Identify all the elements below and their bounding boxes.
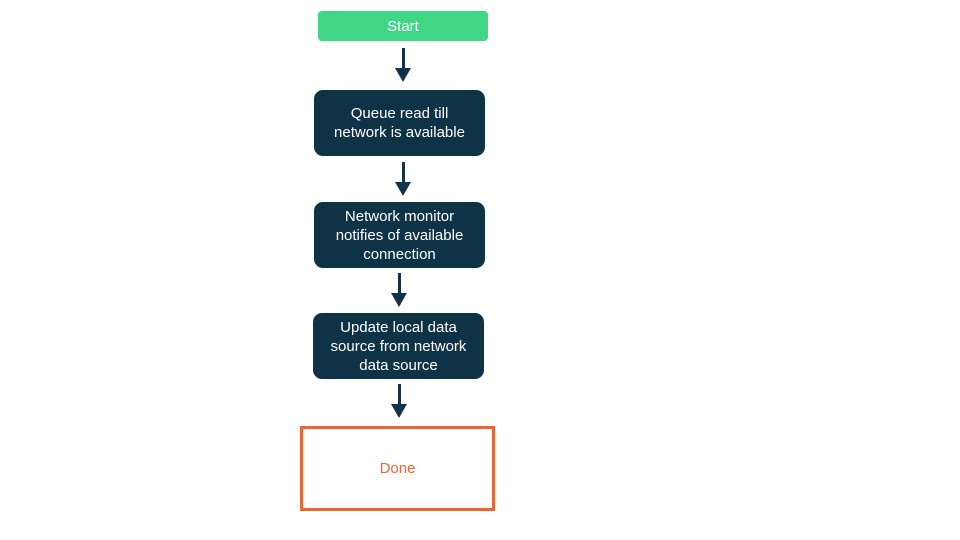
arrow-stem [401,48,405,68]
arrow-stem [397,384,401,404]
flowchart-node-queue-read[interactable]: Queue read till network is available [314,90,485,156]
flowchart-node-start[interactable]: Start [318,11,488,41]
flowchart-node-network-monitor[interactable]: Network monitor notifies of available co… [314,202,485,268]
arrow-head [395,182,411,196]
flowchart-node-done[interactable]: Done [300,426,495,511]
arrow-head [395,68,411,82]
arrow-head [391,293,407,307]
arrow-stem [401,162,405,182]
arrow-stem [397,273,401,293]
arrow-head [391,404,407,418]
arrow-down-icon [391,384,407,418]
arrow-down-icon [391,273,407,307]
arrow-down-icon [395,162,411,196]
arrow-down-icon [395,48,411,82]
flowchart-node-update-local-data[interactable]: Update local data source from network da… [313,313,484,379]
